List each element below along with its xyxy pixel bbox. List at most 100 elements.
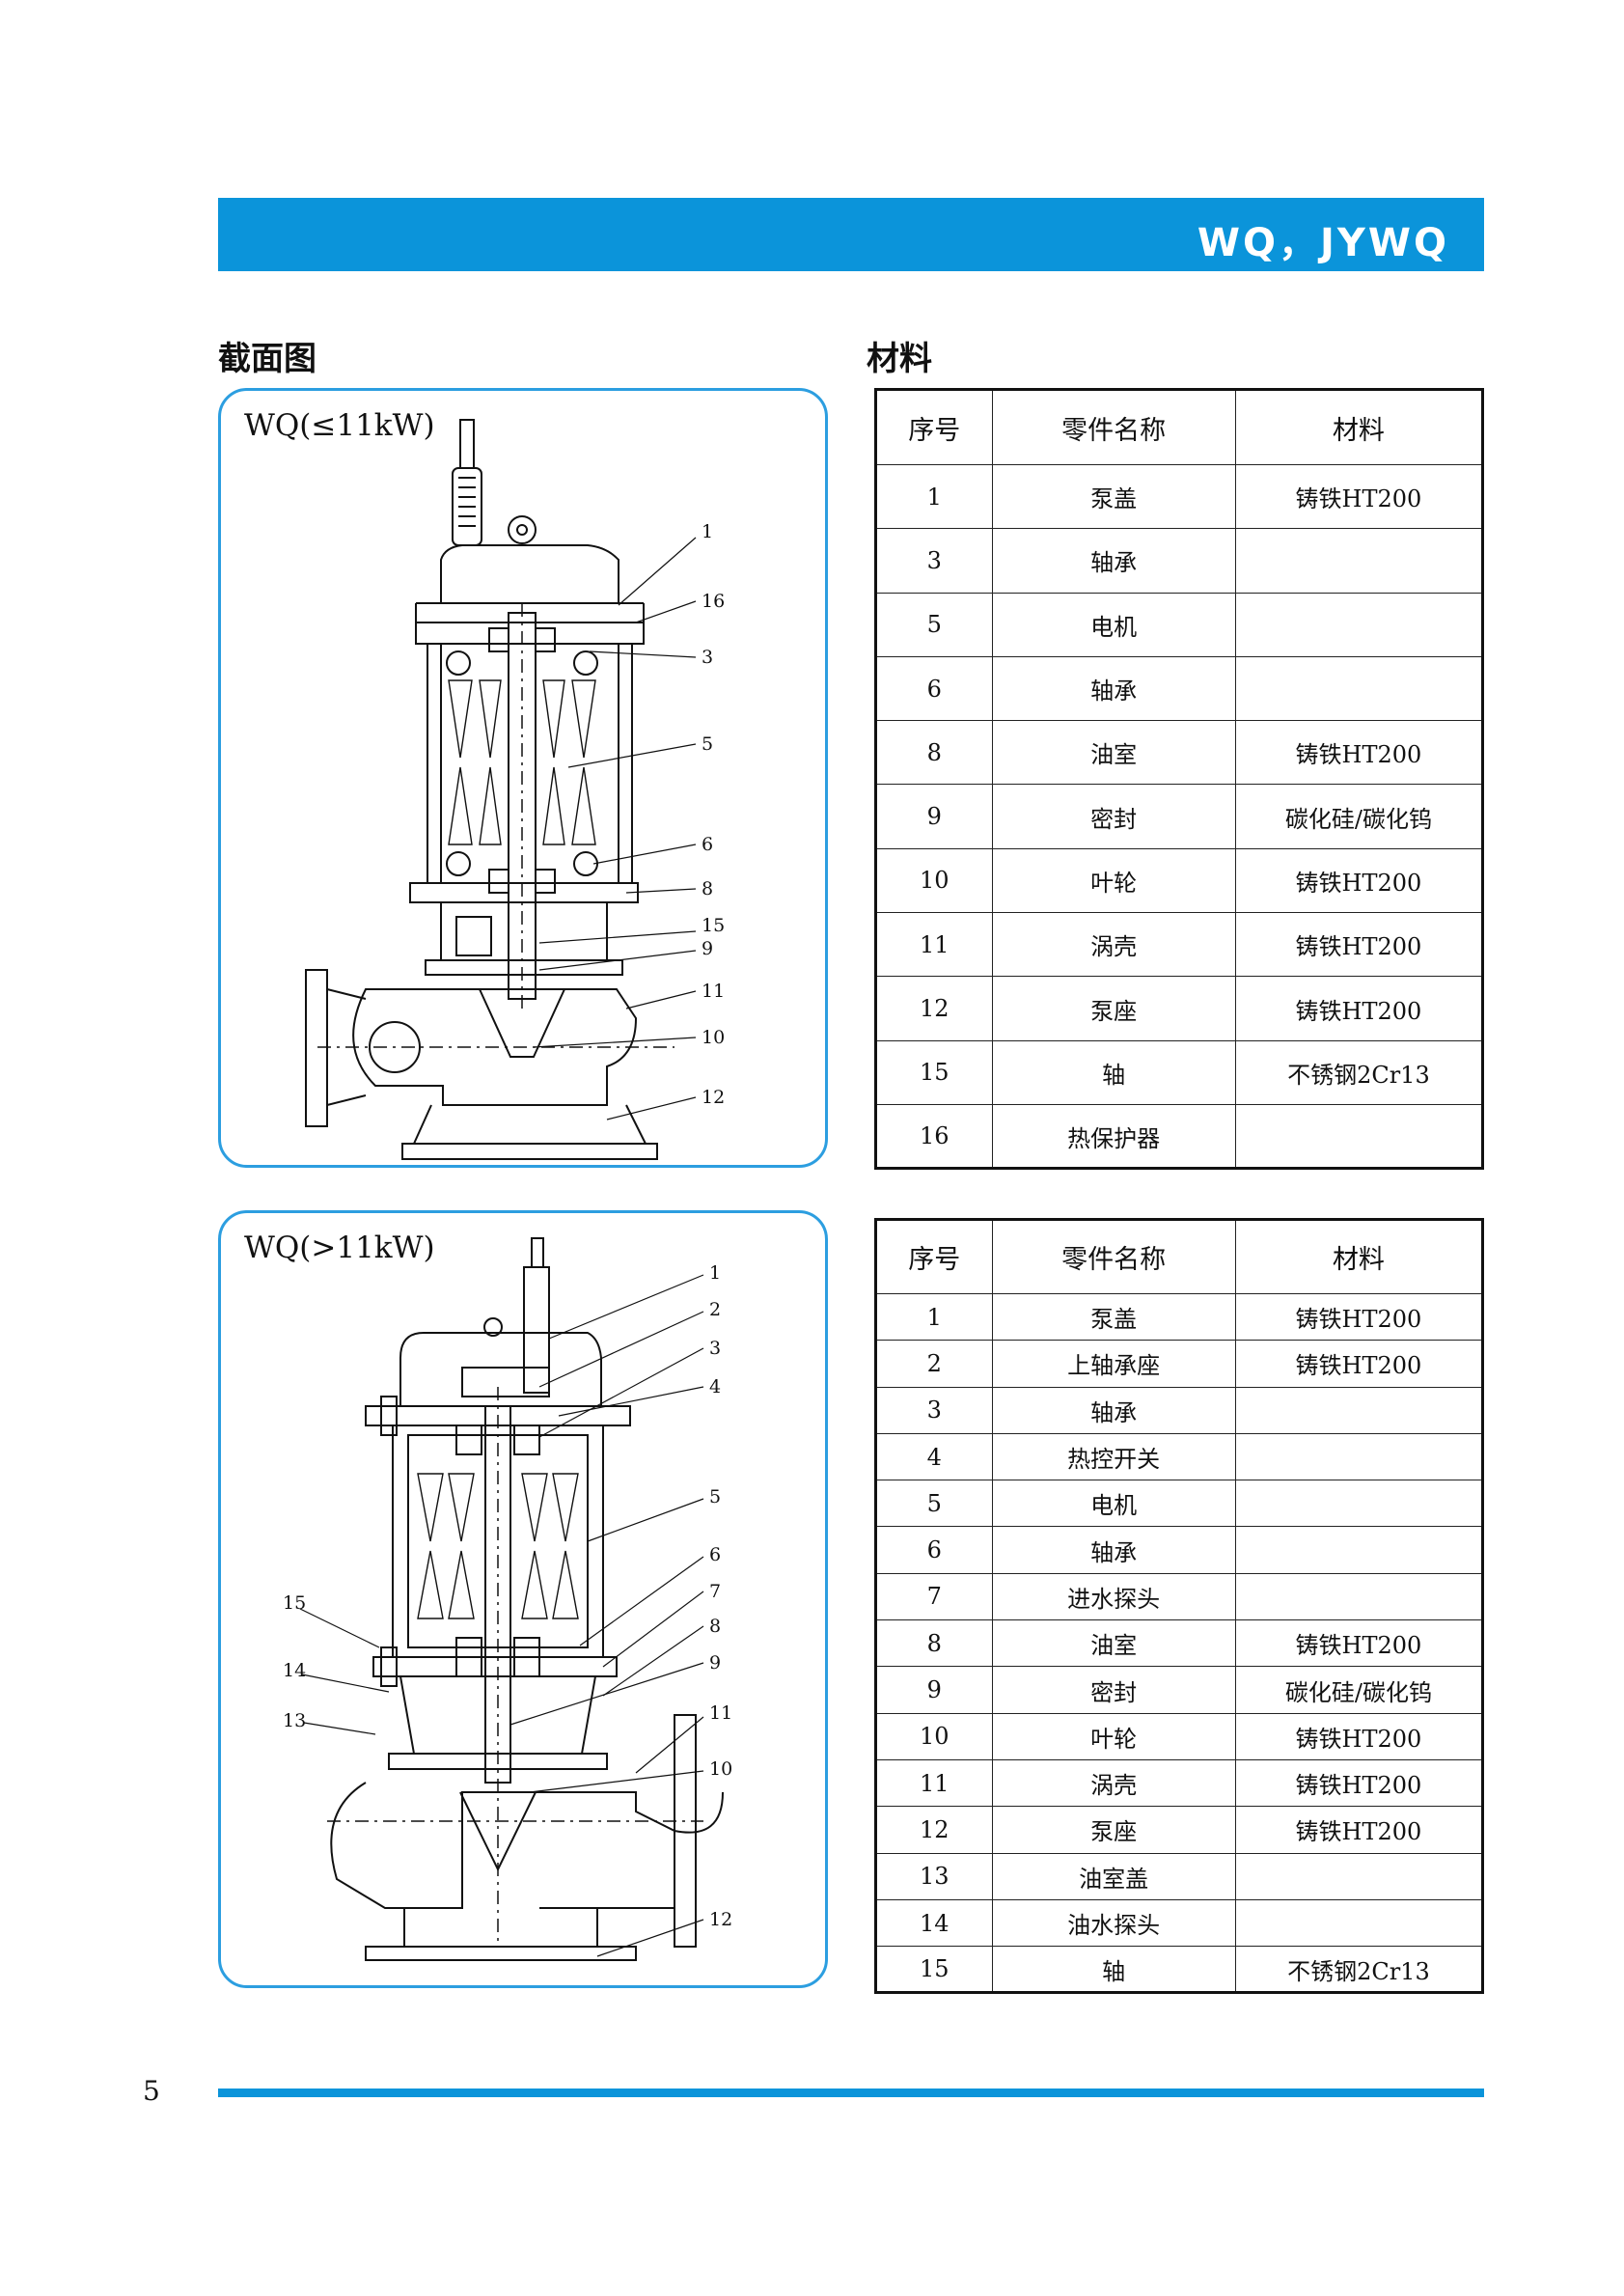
cell-part-name: 密封	[991, 1666, 1236, 1714]
cell-no: 8	[875, 1619, 993, 1668]
cell-material: 铸铁HT200	[1234, 1619, 1484, 1668]
cell-no: 11	[875, 912, 993, 978]
cell-part-name: 进水探头	[991, 1572, 1236, 1621]
callout-number: 3	[709, 1338, 721, 1359]
cell-part-name: 轴承	[991, 528, 1236, 594]
cell-material: 不锈钢2Cr13	[1234, 1946, 1484, 1994]
cell-part-name: 热保护器	[991, 1103, 1236, 1170]
header-cell-no: 序号	[875, 389, 993, 465]
cell-material: 铸铁HT200	[1234, 1340, 1484, 1388]
cell-part-name: 油水探头	[991, 1898, 1236, 1948]
cell-material: 铸铁HT200	[1234, 720, 1484, 786]
cell-material	[1234, 1572, 1484, 1621]
cell-part-name: 泵座	[991, 976, 1236, 1041]
header-bar: WQ，JYWQ	[218, 198, 1484, 271]
cell-material: 铸铁HT200	[1234, 1806, 1484, 1854]
section-title-drawing: 截面图	[218, 340, 317, 378]
cell-part-name: 电机	[991, 1480, 1236, 1528]
callout-number: 14	[283, 1660, 306, 1681]
callout-number: 15	[283, 1592, 306, 1614]
cell-part-name: 涡壳	[991, 912, 1236, 978]
cell-no: 10	[875, 1712, 993, 1760]
callout-number: 10	[709, 1758, 732, 1780]
callout-number: 11	[702, 981, 725, 1002]
cell-part-name: 油室	[991, 720, 1236, 786]
callout-number: 9	[709, 1652, 721, 1674]
cell-material: 碳化硅/碳化钨	[1234, 784, 1484, 849]
cell-part-name: 叶轮	[991, 847, 1236, 914]
cell-material: 铸铁HT200	[1234, 1758, 1484, 1808]
callout-number: 16	[702, 591, 725, 612]
cell-no: 2	[875, 1340, 993, 1388]
cross-section-panel-large: WQ(>11kW)	[218, 1210, 828, 1988]
callout-number: 11	[709, 1702, 732, 1724]
cell-material: 碳化硅/碳化钨	[1234, 1666, 1484, 1714]
cell-no: 9	[875, 784, 993, 849]
cell-part-name: 油室	[991, 1619, 1236, 1668]
cell-material: 不锈钢2Cr13	[1234, 1039, 1484, 1105]
cell-no: 14	[875, 1898, 993, 1948]
callout-number: 7	[709, 1581, 721, 1602]
pump-drawing-small: 1 16 3 5 6 8 15 9 11 10 12	[305, 419, 725, 1160]
cell-no: 9	[875, 1666, 993, 1714]
callout-number: 13	[283, 1710, 306, 1731]
callout-number: 12	[702, 1087, 725, 1108]
cell-part-name: 泵座	[991, 1806, 1236, 1854]
table-header-row: 序号 零件名称 材料	[875, 389, 1484, 465]
cell-no: 11	[875, 1758, 993, 1808]
cell-part-name: 叶轮	[991, 1712, 1236, 1760]
cell-no: 15	[875, 1946, 993, 1994]
cell-no: 8	[875, 720, 993, 786]
cell-part-name: 轴	[991, 1946, 1236, 1994]
cell-no: 15	[875, 1039, 993, 1105]
callout-number: 3	[702, 647, 713, 668]
cell-material	[1234, 1852, 1484, 1900]
cell-material	[1234, 1526, 1484, 1574]
cell-material	[1234, 1480, 1484, 1528]
cell-part-name: 轴承	[991, 655, 1236, 722]
header-cell-part: 零件名称	[991, 389, 1236, 465]
cell-part-name: 密封	[991, 784, 1236, 849]
header-cell-material: 材料	[1234, 1219, 1484, 1294]
header-cell-material: 材料	[1234, 389, 1484, 465]
cell-material	[1234, 1386, 1484, 1434]
cell-no: 1	[875, 463, 993, 530]
cell-no: 3	[875, 1386, 993, 1434]
cell-part-name: 热控开关	[991, 1432, 1236, 1481]
cell-material: 铸铁HT200	[1234, 976, 1484, 1041]
cell-no: 12	[875, 976, 993, 1041]
cell-material	[1234, 592, 1484, 657]
cell-material: 铸铁HT200	[1234, 1292, 1484, 1342]
callout-number: 12	[709, 1909, 732, 1930]
cell-no: 6	[875, 1526, 993, 1574]
cell-material	[1234, 655, 1484, 722]
cell-no: 1	[875, 1292, 993, 1342]
cell-part-name: 泵盖	[991, 463, 1236, 530]
callout-number: 8	[702, 878, 713, 899]
pump-drawing-large: 1 2 3 4 5 6 7 8 9 11 10 12 15 14 13	[283, 1237, 732, 1961]
callout-number: 8	[709, 1616, 721, 1637]
cell-no: 7	[875, 1572, 993, 1621]
cell-no: 5	[875, 1480, 993, 1528]
